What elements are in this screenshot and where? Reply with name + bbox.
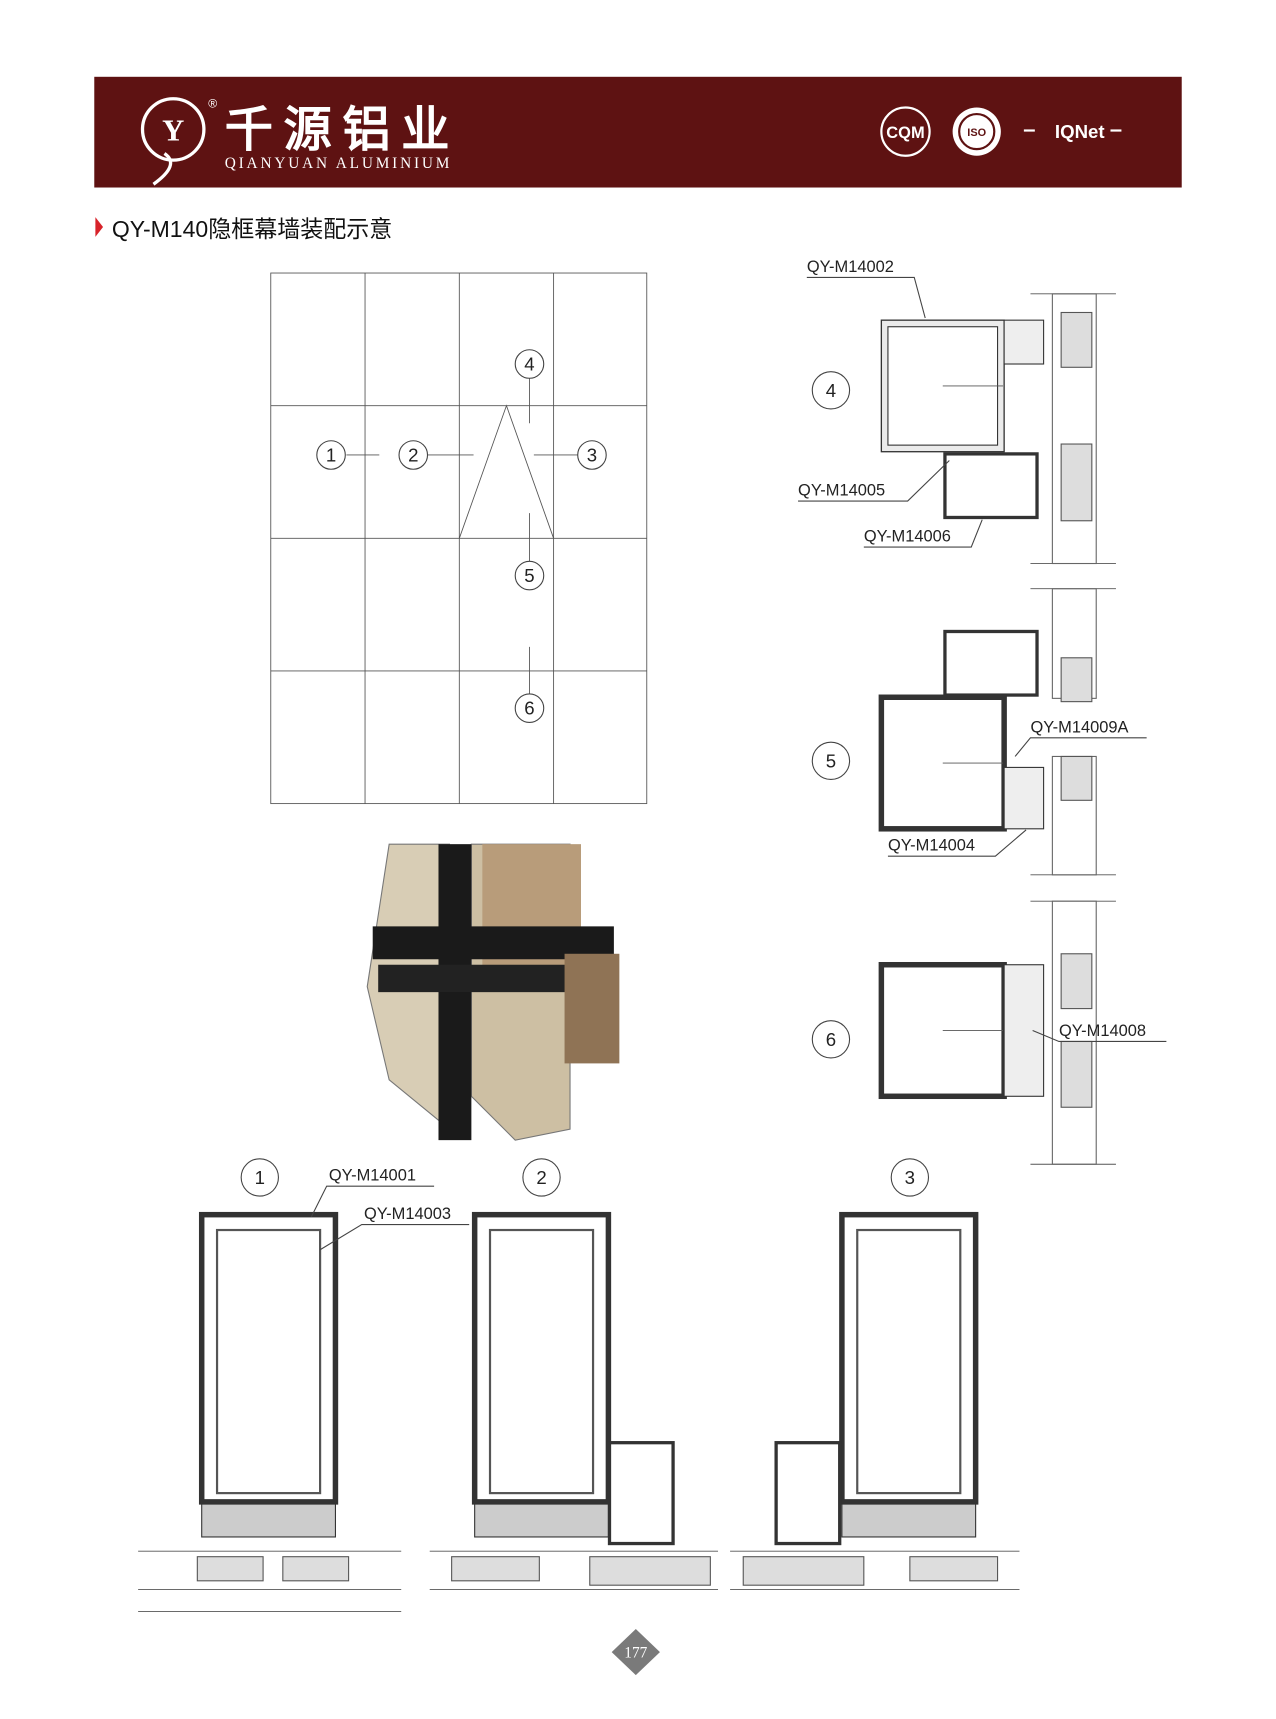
title-arrow-icon <box>95 217 104 237</box>
svg-text:1: 1 <box>326 444 336 465</box>
svg-text:QY-M14008: QY-M14008 <box>1059 1022 1146 1040</box>
section-1-marker: 1 <box>240 1158 279 1197</box>
assembly-3d-render <box>366 843 620 1141</box>
svg-text:QY-M14006: QY-M14006 <box>864 528 951 546</box>
svg-text:177: 177 <box>624 1645 647 1662</box>
svg-text:QY-M14001: QY-M14001 <box>329 1167 416 1185</box>
detail-6: 6 QY-M14008 <box>811 900 1167 1165</box>
detail-5: 5 QY-M14009A QY-M14004 <box>811 588 1147 876</box>
brand-logo-icon: Y <box>140 97 206 186</box>
iso-cert-logo: ISO <box>952 107 1001 156</box>
svg-text:6: 6 <box>524 698 534 719</box>
cqm-cert-logo: CQM <box>880 106 931 157</box>
section-2: 2 <box>429 1158 719 1591</box>
page-number-badge: 177 <box>611 1629 660 1676</box>
marker-6: 6 <box>514 693 545 724</box>
detail-6-marker: 6 <box>811 1020 851 1059</box>
svg-text:Y: Y <box>162 113 184 147</box>
svg-text:QY-M14005: QY-M14005 <box>798 482 885 500</box>
svg-text:IQNet: IQNet <box>1055 121 1105 142</box>
iqnet-cert-logo: IQNet <box>1023 121 1122 142</box>
detail-4-marker: 4 <box>811 371 851 410</box>
marker-4: 4 <box>514 349 545 379</box>
detail-5-marker: 5 <box>811 741 851 781</box>
section-3: 3 <box>730 1158 1020 1591</box>
svg-text:QY-M14004: QY-M14004 <box>888 837 975 855</box>
elevation-grid: 1 2 3 4 5 6 <box>270 272 648 805</box>
detail-4: 4 QY-M14002 QY-M14005 QY-M14006 <box>798 258 1116 565</box>
svg-text:5: 5 <box>524 565 534 586</box>
section-3-marker: 3 <box>890 1158 930 1197</box>
svg-text:QY-M14002: QY-M14002 <box>807 258 894 276</box>
svg-text:QY-M14003: QY-M14003 <box>364 1205 451 1223</box>
svg-text:6: 6 <box>826 1029 836 1050</box>
marker-5: 5 <box>514 560 545 591</box>
svg-text:3: 3 <box>905 1167 915 1188</box>
svg-text:CQM: CQM <box>886 124 924 142</box>
marker-1: 1 <box>316 440 346 470</box>
svg-text:3: 3 <box>587 444 597 465</box>
section-1: 1 QY-M14001 QY-M14003 <box>138 1158 470 1612</box>
section-title: QY-M140隐框幕墙装配示意 <box>112 216 393 242</box>
svg-text:4: 4 <box>524 354 534 375</box>
svg-text:QY-M14009A: QY-M14009A <box>1030 718 1128 736</box>
header-banner: Y ® 千源铝业 QIANYUAN ALUMINIUM CQM ISO IQNe… <box>94 76 1182 188</box>
svg-text:1: 1 <box>255 1167 265 1188</box>
svg-text:2: 2 <box>536 1167 546 1188</box>
marker-3: 3 <box>577 440 607 470</box>
svg-text:ISO: ISO <box>967 127 986 139</box>
registered-mark: ® <box>208 96 217 110</box>
svg-text:4: 4 <box>826 380 836 401</box>
brand-name-en: QIANYUAN ALUMINIUM <box>225 155 450 172</box>
svg-text:2: 2 <box>408 444 418 465</box>
svg-text:5: 5 <box>826 750 836 771</box>
section-2-marker: 2 <box>522 1158 561 1197</box>
marker-2: 2 <box>398 440 429 470</box>
